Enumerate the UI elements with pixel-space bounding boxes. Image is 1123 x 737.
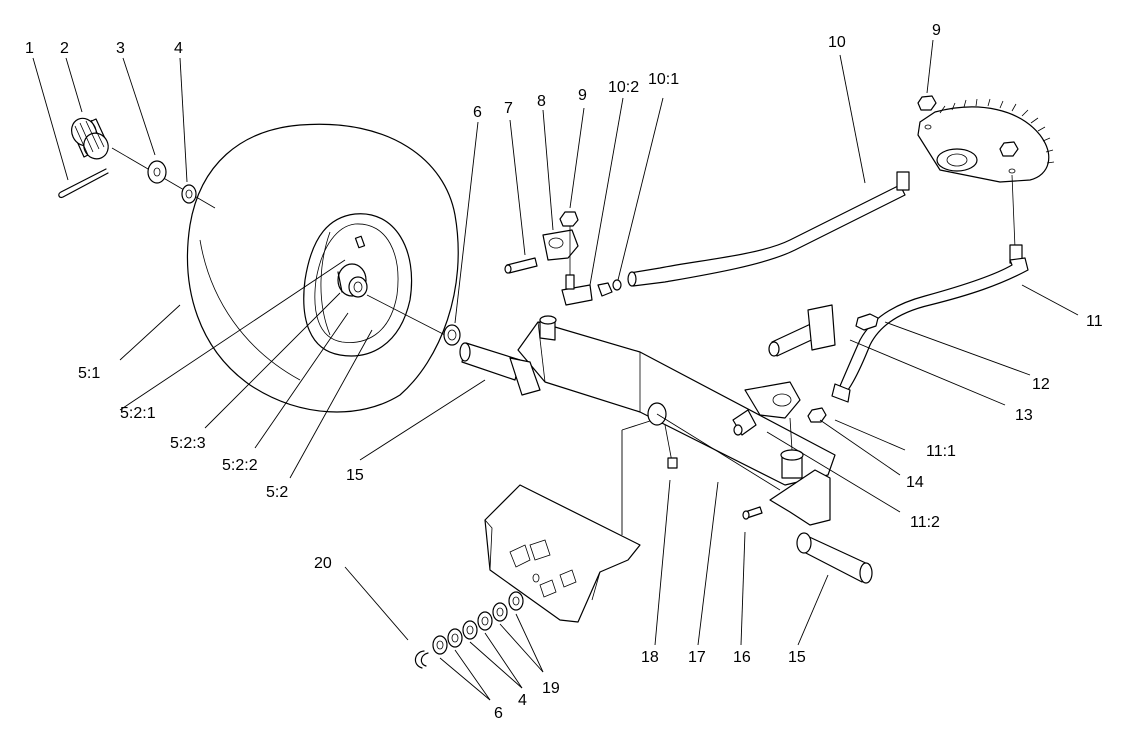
nut-10-1	[597, 279, 622, 297]
callout-14: 14	[906, 474, 924, 491]
callout-11: 11	[1086, 313, 1103, 330]
pin-7	[504, 257, 538, 274]
callout-4: 4	[174, 40, 183, 57]
gear-bolt-line	[1011, 174, 1016, 249]
callout-11-1: 11:1	[926, 443, 956, 460]
spindle-left	[459, 315, 557, 396]
bolt-16	[742, 506, 763, 520]
spindle-right	[769, 449, 873, 584]
callout-15-left: 15	[346, 467, 364, 484]
washers-6-4-19	[432, 591, 524, 655]
callout-16: 16	[733, 649, 751, 666]
washer-4	[181, 184, 197, 204]
pivot-centerline	[656, 413, 781, 491]
callout-17: 17	[688, 649, 706, 666]
callout-6-bottom: 6	[494, 705, 503, 722]
tie-rod-10	[627, 171, 910, 287]
callout-5-2-2: 5:2:2	[222, 457, 258, 474]
arm-bolt-line	[789, 417, 793, 451]
callout-5-1: 5:1	[78, 365, 100, 382]
callout-13: 13	[1015, 407, 1033, 424]
tire	[186, 123, 459, 413]
retaining-ring-20	[414, 650, 429, 669]
rim	[303, 213, 413, 357]
nut-9-top	[917, 95, 937, 111]
callout-3: 3	[116, 40, 125, 57]
callout-9-left: 9	[578, 87, 587, 104]
leader-lines	[32, 39, 1079, 701]
callout-9-top: 9	[932, 22, 941, 39]
callout-10-1: 10:1	[648, 71, 679, 88]
callout-19: 19	[542, 680, 560, 697]
callout-15-right: 15	[788, 649, 806, 666]
callout-2: 2	[60, 40, 69, 57]
bolt-12	[855, 313, 879, 331]
axle-beam	[517, 321, 836, 486]
grease-fitting	[667, 457, 678, 469]
valve-stem	[354, 235, 366, 249]
cotter-pin	[58, 168, 109, 199]
nut-9-right	[999, 141, 1019, 157]
king-pin-13	[768, 304, 836, 357]
callout-8: 8	[537, 93, 546, 110]
axle-centerline-inner	[366, 294, 446, 336]
callout-20: 20	[314, 555, 332, 572]
sector-gear	[917, 98, 1055, 183]
callout-10-2: 10:2	[608, 79, 639, 96]
nut-9-left	[559, 211, 579, 227]
tie-rod-11	[831, 244, 1029, 403]
steering-arm-left	[542, 229, 579, 261]
callout-5-2: 5:2	[266, 484, 288, 501]
callout-4-bottom: 4	[518, 692, 527, 709]
skid-plate-pointer-top	[621, 420, 651, 431]
callout-11-2: 11:2	[910, 514, 940, 531]
skid-plate	[484, 484, 641, 623]
washer-3	[147, 160, 167, 184]
ball-joint-10-2	[561, 274, 593, 306]
hub	[337, 263, 368, 298]
washer-6	[443, 324, 461, 346]
callout-10: 10	[828, 34, 846, 51]
grease-fitting-line	[664, 424, 673, 463]
callout-12: 12	[1032, 376, 1050, 393]
steering-arm-right	[732, 381, 801, 436]
callout-labels: 1 2 3 4 5:1 5:2:1 5:2:3 5:2:2 5:2 15 6 7…	[25, 22, 1103, 722]
callout-7: 7	[504, 100, 513, 117]
callout-18: 18	[641, 649, 659, 666]
callout-6-top: 6	[473, 104, 482, 121]
callout-5-2-3: 5:2:3	[170, 435, 206, 452]
callout-5-2-1: 5:2:1	[120, 405, 156, 422]
nut-11-1	[807, 407, 827, 423]
hub-cap	[71, 117, 109, 160]
callout-1: 1	[25, 40, 34, 57]
